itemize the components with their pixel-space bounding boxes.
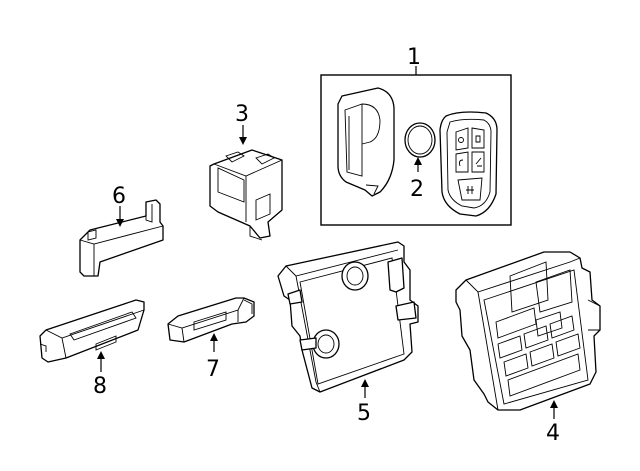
- callout-6: 6: [112, 184, 126, 209]
- callout-1: 1: [407, 45, 421, 70]
- part-3-module-icon: [209, 125, 283, 241]
- callout-2: 2: [410, 177, 424, 202]
- part-8-receiver-icon: [39, 299, 145, 372]
- callout-4: 4: [546, 421, 560, 446]
- part-1-key-fob-group: [320, 66, 512, 226]
- key-shell-icon: [337, 87, 395, 197]
- part-5-bracket-plate-icon: [277, 241, 419, 398]
- callout-7: 7: [206, 357, 220, 382]
- part-7-antenna-module-icon: [167, 297, 255, 352]
- part-6-bracket-icon: [79, 199, 164, 277]
- remote-fob-icon: [439, 111, 498, 217]
- callout-8: 8: [93, 374, 107, 399]
- part-4-control-module-icon: [455, 251, 601, 419]
- callout-5: 5: [357, 401, 371, 426]
- callout-3: 3: [235, 102, 249, 127]
- battery-icon: [404, 122, 436, 158]
